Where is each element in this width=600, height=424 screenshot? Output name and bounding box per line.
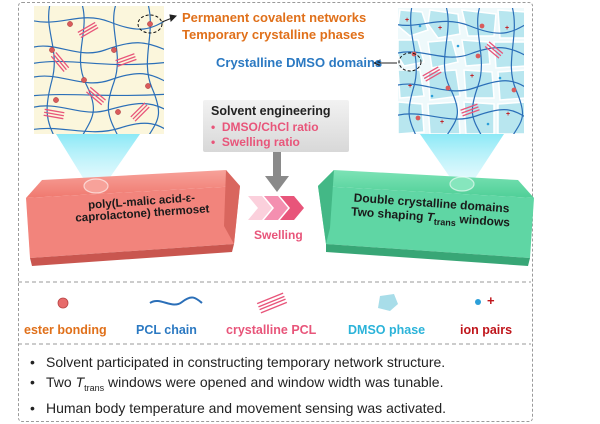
right-domains-block <box>318 170 534 266</box>
svg-text:+: + <box>405 17 409 24</box>
svg-text:+: + <box>438 25 442 32</box>
summary-bullets: •Solvent participated in constructing te… <box>30 352 446 418</box>
svg-text:+: + <box>440 119 444 126</box>
dmso-phase-icon <box>378 294 398 311</box>
svg-text:+: + <box>506 111 510 118</box>
svg-text:+: + <box>408 83 412 90</box>
left-network-panel <box>34 6 164 134</box>
right-zoom-beam <box>420 134 504 186</box>
svg-text:+: + <box>505 25 509 32</box>
left-zoom-beam <box>56 134 140 186</box>
negative-ion-icon <box>475 299 481 305</box>
ester-bond-icon <box>57 297 69 309</box>
temporary-phases-label: Temporary crystalline phases <box>182 27 365 42</box>
down-arrow <box>265 152 289 192</box>
legend-dmso-phase: DMSO phase <box>348 323 426 337</box>
swelling-label: Swelling <box>254 228 303 242</box>
dmso-domains-label: Crystalline DMSO domains <box>216 55 383 70</box>
engineering-title: Solvent engineering <box>211 104 331 118</box>
engineering-item-2: • Swelling ratio <box>211 135 300 149</box>
legend-ion-pairs: ion pairs <box>460 323 513 337</box>
bullet-3: •Human body temperature and movement sen… <box>30 399 446 416</box>
svg-text:+: + <box>470 73 474 80</box>
swelling-chevrons <box>248 196 304 220</box>
engineering-item-1: • DMSO/ChCl ratio <box>211 120 319 134</box>
legend-pcl-chain: PCL chain <box>136 323 197 337</box>
pcl-chain-icon <box>149 296 203 306</box>
legend-crystalline-pcl: crystalline PCL <box>226 323 317 337</box>
permanent-networks-label: Permanent covalent networks <box>182 10 367 25</box>
legend-ester-bonding: ester bonding <box>24 323 107 337</box>
pointer-arrows-left <box>161 14 178 23</box>
solvent-engineering-box: Solvent engineering • DMSO/ChCl ratio • … <box>203 100 349 152</box>
positive-ion-icon: + <box>487 293 495 308</box>
pointer-arrow-right <box>372 59 397 67</box>
right-network-panel: + + + + + + + <box>398 8 524 134</box>
bullet-2: •Two Ttrans windows were opened and wind… <box>30 374 444 393</box>
bullet-1: •Solvent participated in constructing te… <box>30 354 446 370</box>
left-thermoset-block <box>26 170 240 266</box>
crystalline-pcl-icon <box>256 292 288 314</box>
